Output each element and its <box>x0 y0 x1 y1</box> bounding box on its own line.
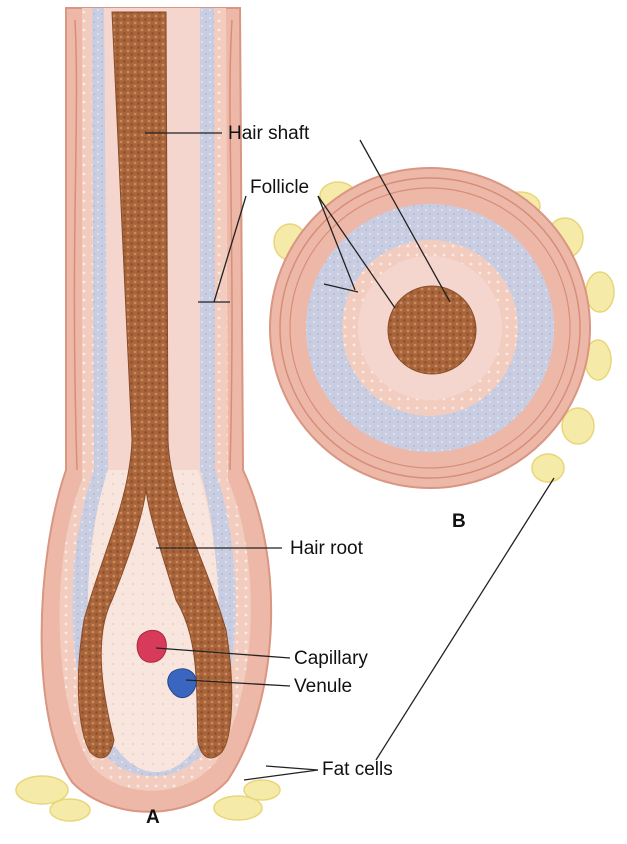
label-venule: Venule <box>294 677 352 696</box>
label-hair-shaft: Hair shaft <box>228 124 309 143</box>
capillary <box>137 630 166 662</box>
label-hair-root: Hair root <box>290 539 363 558</box>
panel-label-b: B <box>452 512 466 531</box>
label-follicle: Follicle <box>250 178 309 197</box>
cross-section-follicle <box>270 168 614 488</box>
label-fat-cells: Fat cells <box>322 760 393 779</box>
hair-shaft-cross-section <box>388 286 476 374</box>
panel-label-a: A <box>146 808 160 827</box>
label-capillary: Capillary <box>294 649 368 668</box>
